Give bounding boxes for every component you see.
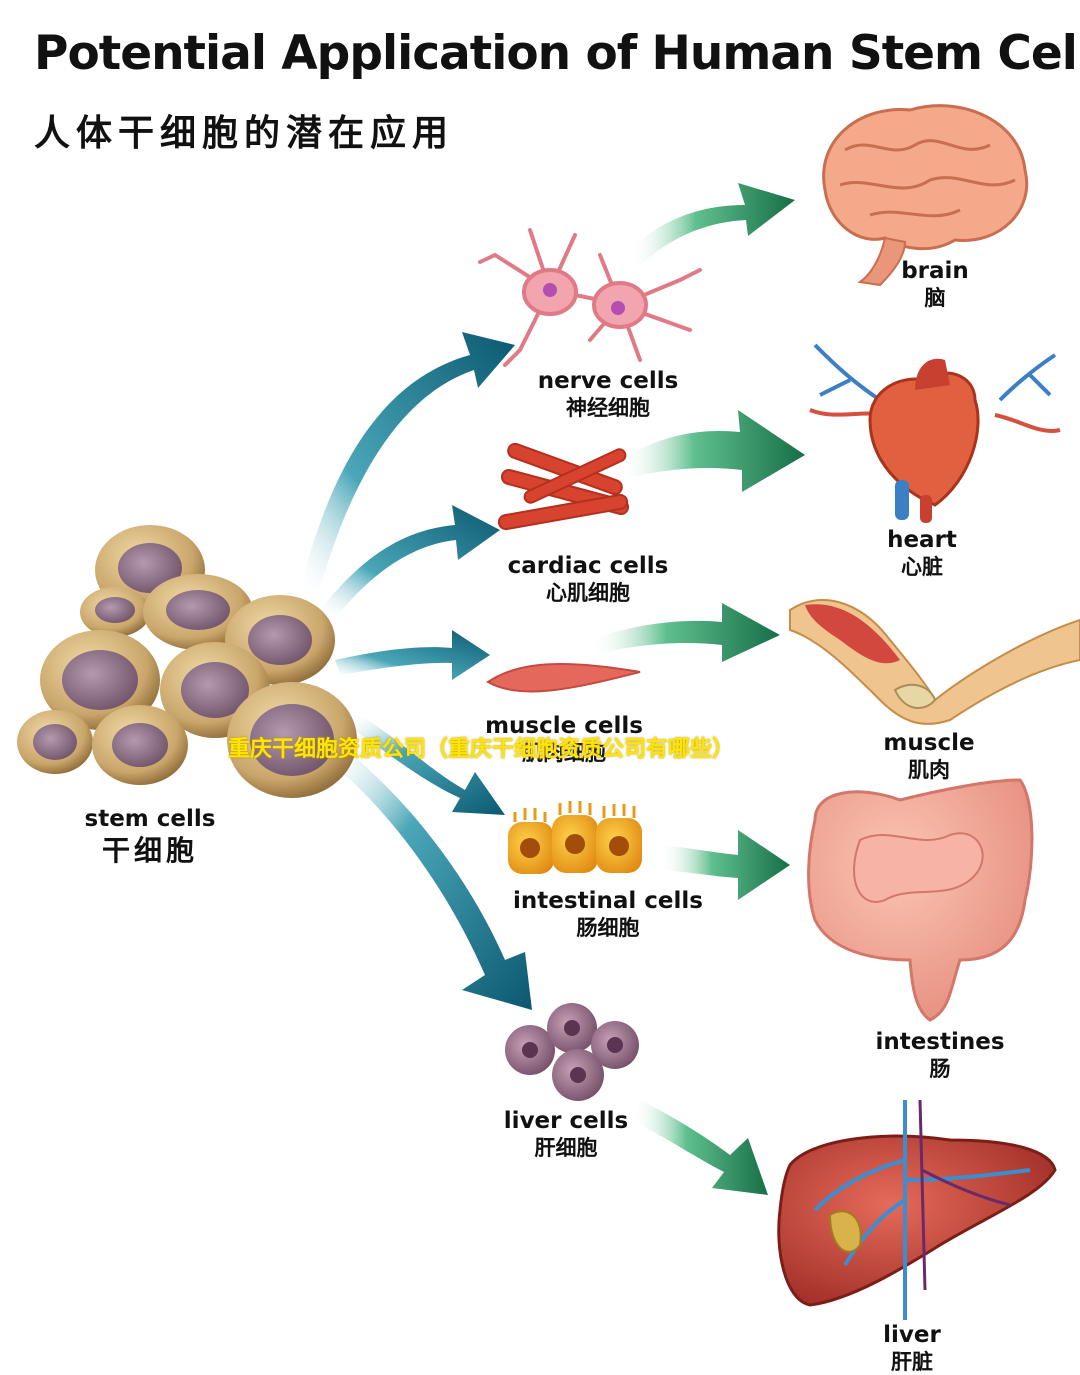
brain-label-zh: 脑 xyxy=(924,285,946,310)
arrow-to-intestines xyxy=(660,830,790,900)
intestinal-cells-label: intestinal cells 肠细胞 xyxy=(513,888,703,941)
liver-cells-label-en: liver cells xyxy=(503,1108,629,1134)
muscle-label-zh: 肌肉 xyxy=(908,757,950,782)
heart-label-en: heart xyxy=(887,527,957,553)
nerve-cells-label: nerve cells 神经细胞 xyxy=(538,368,679,421)
heart-label: heart 心脏 xyxy=(887,527,957,580)
muscle-cells-illustration xyxy=(486,663,641,693)
watermark-text: 重庆干细胞资质公司（重庆干细胞资质公司有哪些） xyxy=(228,737,735,762)
page-subtitle: 人体干细胞的潜在应用 xyxy=(34,113,455,154)
liver-cells-label-zh: 肝细胞 xyxy=(534,1135,598,1160)
heart-illustration xyxy=(809,343,1061,523)
arrow-to-nerve-cells xyxy=(300,332,515,595)
intestinal-cells-label-zh: 肠细胞 xyxy=(576,915,640,940)
intestines-label-zh: 肠 xyxy=(929,1056,951,1081)
intestines-label: intestines 肠 xyxy=(875,1029,1004,1082)
arrow-to-liver xyxy=(632,1100,768,1195)
cardiac-cells-label: cardiac cells 心肌细胞 xyxy=(508,553,669,606)
muscle-cells-label-zh: 肌肉细胞 xyxy=(521,740,606,765)
stem-cells-illustration xyxy=(17,525,357,798)
arrow-to-brain xyxy=(630,183,795,265)
arrow-to-heart xyxy=(620,410,805,492)
cardiac-cells-illustration xyxy=(497,442,630,531)
nerve-cells-label-zh: 神经细胞 xyxy=(565,395,650,420)
cardiac-cells-label-en: cardiac cells xyxy=(507,553,669,579)
arrow-to-muscle xyxy=(590,603,780,662)
arrow-to-liver-cells xyxy=(328,745,532,1010)
stem-cells-label-en: stem cells xyxy=(84,806,216,832)
liver-cells-label: liver cells 肝细胞 xyxy=(504,1108,628,1161)
muscle-label-en: muscle xyxy=(883,730,975,756)
liver-label: liver 肝脏 xyxy=(883,1322,941,1375)
brain-label: brain 脑 xyxy=(901,258,969,311)
stem-cells-label: stem cells 干细胞 xyxy=(85,806,216,867)
intestines-label-en: intestines xyxy=(875,1029,1005,1055)
liver-label-en: liver xyxy=(883,1322,941,1348)
liver-label-zh: 肝脏 xyxy=(890,1349,933,1374)
nerve-cells-label-en: nerve cells xyxy=(537,368,679,394)
arrow-to-cardiac-cells xyxy=(320,505,500,618)
arrow-to-muscle-cells xyxy=(335,630,490,680)
liver-cells-illustration xyxy=(505,1003,639,1101)
muscle-cells-label: muscle cells 肌肉细胞 xyxy=(485,713,643,766)
muscle-illustration xyxy=(789,599,1080,725)
heart-label-zh: 心脏 xyxy=(901,554,943,579)
stem-cells-label-zh: 干细胞 xyxy=(101,833,199,867)
intestinal-cells-label-en: intestinal cells xyxy=(513,888,703,914)
liver-illustration xyxy=(777,1099,1057,1320)
muscle-label: muscle 肌肉 xyxy=(883,730,974,783)
cardiac-cells-label-zh: 心肌细胞 xyxy=(545,580,630,605)
brain-illustration xyxy=(822,104,1029,287)
nerve-cells-illustration xyxy=(478,228,702,367)
intestines-illustration xyxy=(807,778,1034,1022)
intestinal-cells-illustration xyxy=(508,801,642,874)
muscle-cells-label-en: muscle cells xyxy=(485,713,643,739)
brain-label-en: brain xyxy=(901,258,969,284)
page-title: Potential Application of Human Stem Cell… xyxy=(34,26,1080,81)
arrow-to-intestinal-cells xyxy=(350,715,505,815)
